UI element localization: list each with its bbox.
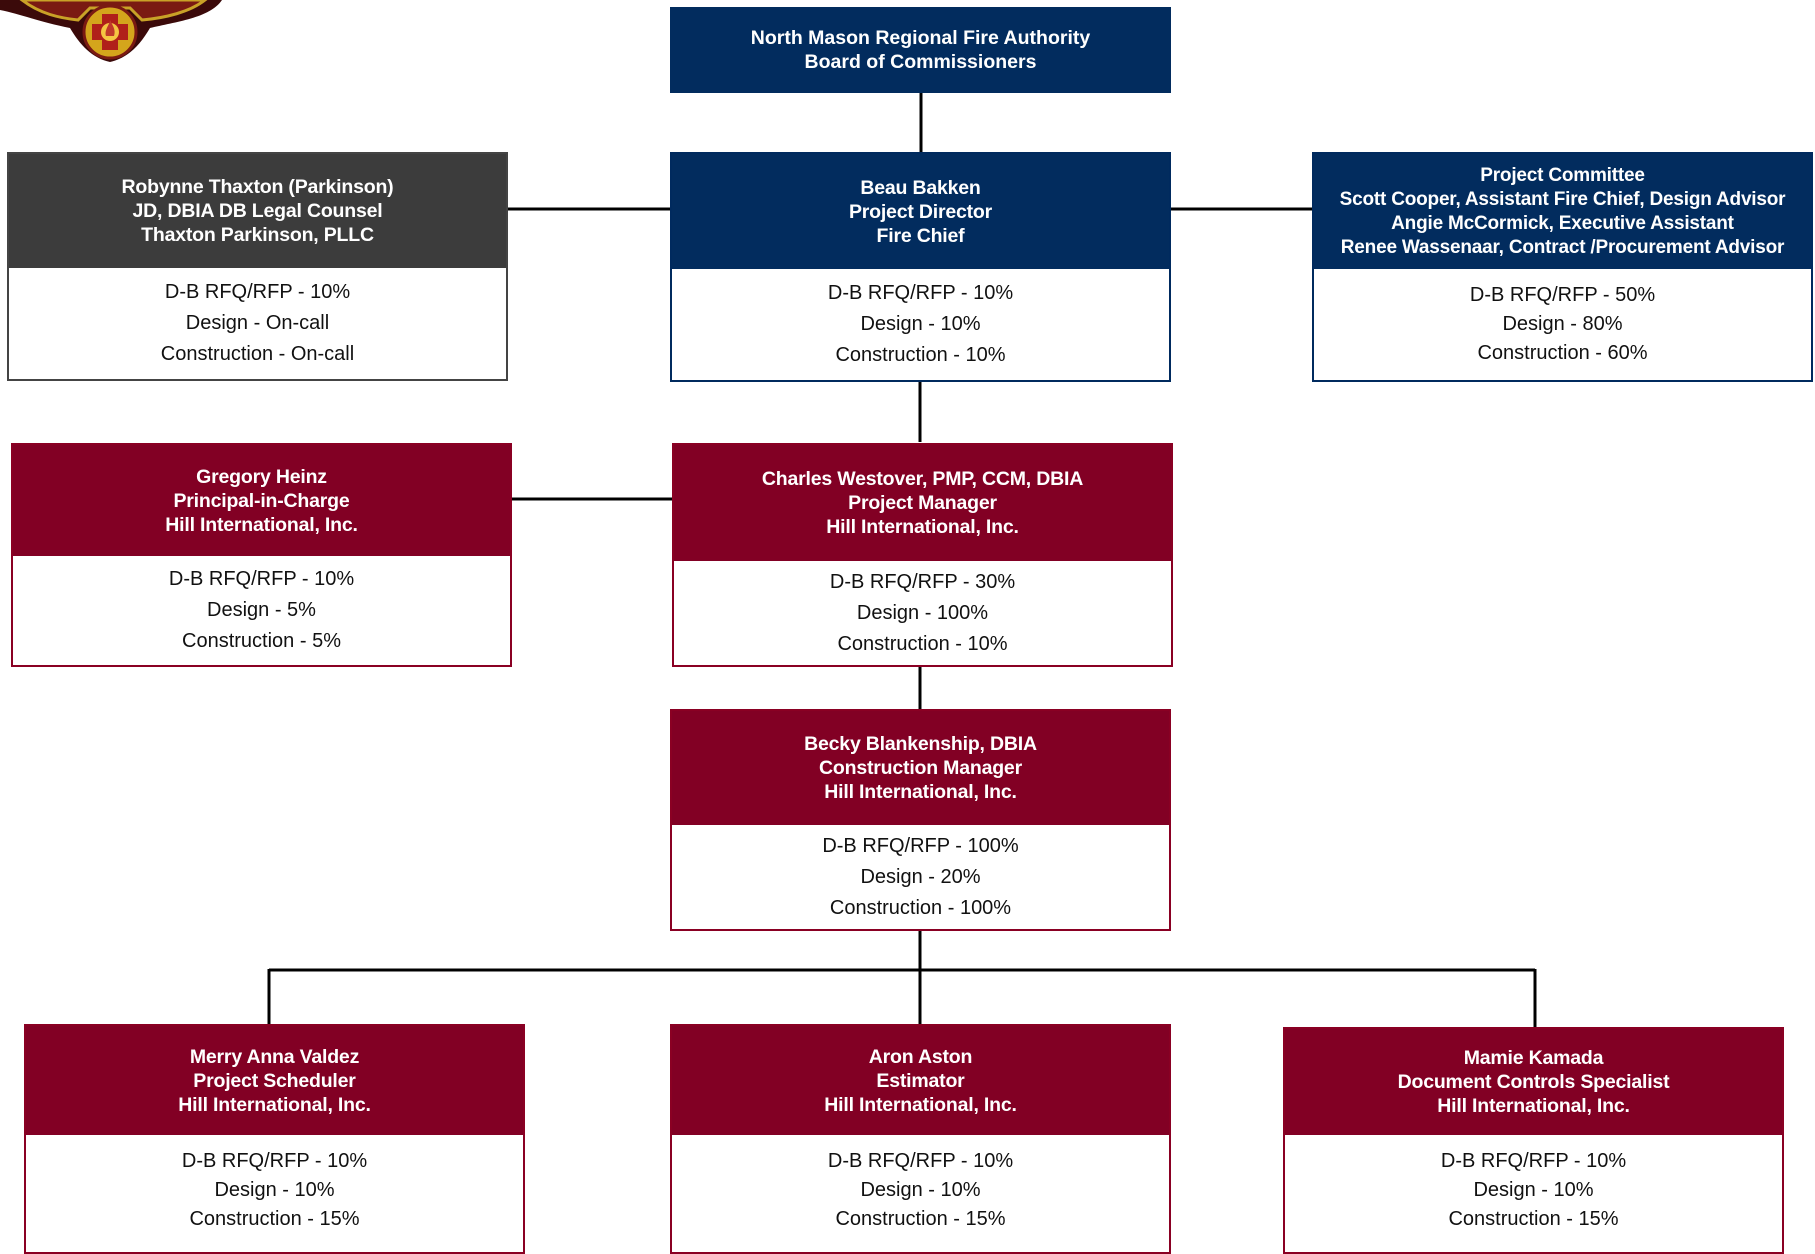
construction-manager-firm: Hill International, Inc. bbox=[824, 781, 1017, 803]
allocation-design: Design - 10% bbox=[860, 313, 981, 335]
allocation-construction: Construction - On-call bbox=[160, 343, 355, 365]
allocation-construction: Construction - 100% bbox=[829, 896, 1012, 919]
allocation-design: Design - 10% bbox=[860, 1179, 981, 1201]
fire-authority-logo bbox=[0, 0, 222, 62]
estimator-name: Aron Aston bbox=[868, 1045, 973, 1068]
legal-counsel-firm: Thaxton Parkinson, PLLC bbox=[141, 224, 374, 246]
allocation-design: Design - 10% bbox=[1473, 1179, 1594, 1201]
document-controls-role: Document Controls Specialist bbox=[1397, 1071, 1670, 1093]
document-controls-box: Mamie Kamada Document Controls Specialis… bbox=[1283, 1027, 1784, 1254]
allocation-design: Design - 100% bbox=[856, 601, 989, 624]
committee-member-mccormick: Angie McCormick, Executive Assistant bbox=[1391, 212, 1734, 234]
allocation-design: Design - 10% bbox=[214, 1179, 335, 1201]
estimator-role: Estimator bbox=[876, 1069, 965, 1092]
project-scheduler-name: Merry Anna Valdez bbox=[189, 1045, 360, 1068]
allocation-rfq: D-B RFQ/RFP - 10% bbox=[168, 568, 355, 590]
project-committee-title: Project Committee bbox=[1480, 164, 1645, 186]
estimator-header: Aron Aston Estimator Hill International,… bbox=[672, 1026, 1169, 1135]
allocation-rfq: D-B RFQ/RFP - 30% bbox=[829, 570, 1016, 593]
board-name: North Mason Regional Fire Authority bbox=[750, 27, 1091, 49]
document-controls-name: Mamie Kamada bbox=[1463, 1047, 1604, 1069]
allocation-design: Design - On-call bbox=[185, 312, 330, 334]
allocation-rfq: D-B RFQ/RFP - 10% bbox=[827, 1150, 1014, 1172]
principal-in-charge-header: Gregory Heinz Principal-in-Charge Hill I… bbox=[13, 445, 510, 556]
allocation-construction: Construction - 10% bbox=[837, 632, 1008, 655]
construction-manager-box: Becky Blankenship, DBIA Construction Man… bbox=[670, 709, 1171, 931]
document-controls-firm: Hill International, Inc. bbox=[1437, 1095, 1630, 1117]
legal-counsel-allocation: D-B RFQ/RFP - 10% Design - On-call Const… bbox=[9, 268, 506, 379]
allocation-design: Design - 20% bbox=[860, 865, 981, 888]
project-scheduler-box: Merry Anna Valdez Project Scheduler Hill… bbox=[24, 1024, 525, 1254]
project-director-role: Project Director bbox=[848, 200, 993, 223]
allocation-design: Design - 80% bbox=[1502, 313, 1623, 335]
board-of-commissioners-box: North Mason Regional Fire Authority Boar… bbox=[670, 7, 1171, 93]
project-manager-name: Charles Westover, PMP, CCM, DBIA bbox=[761, 468, 1084, 490]
project-committee-allocation: D-B RFQ/RFP - 50% Design - 80% Construct… bbox=[1314, 269, 1811, 380]
project-director-box: Beau Bakken Project Director Fire Chief … bbox=[670, 152, 1171, 382]
project-committee-header: Project Committee Scott Cooper, Assistan… bbox=[1314, 154, 1811, 269]
legal-counsel-header: Robynne Thaxton (Parkinson) JD, DBIA DB … bbox=[9, 154, 506, 268]
estimator-allocation: D-B RFQ/RFP - 10% Design - 10% Construct… bbox=[672, 1135, 1169, 1252]
allocation-rfq: D-B RFQ/RFP - 10% bbox=[164, 281, 351, 303]
principal-role: Principal-in-Charge bbox=[173, 489, 350, 512]
allocation-rfq: D-B RFQ/RFP - 10% bbox=[1440, 1150, 1627, 1172]
project-committee-box: Project Committee Scott Cooper, Assistan… bbox=[1312, 152, 1813, 382]
project-scheduler-firm: Hill International, Inc. bbox=[178, 1093, 371, 1116]
allocation-rfq: D-B RFQ/RFP - 50% bbox=[1469, 284, 1656, 306]
principal-in-charge-box: Gregory Heinz Principal-in-Charge Hill I… bbox=[11, 443, 512, 667]
construction-manager-name: Becky Blankenship, DBIA bbox=[804, 733, 1037, 755]
board-subtitle: Board of Commissioners bbox=[804, 51, 1037, 73]
allocation-rfq: D-B RFQ/RFP - 100% bbox=[822, 834, 1019, 857]
construction-manager-role: Construction Manager bbox=[819, 757, 1022, 779]
document-controls-header: Mamie Kamada Document Controls Specialis… bbox=[1285, 1029, 1782, 1135]
allocation-construction: Construction - 60% bbox=[1477, 342, 1648, 364]
project-manager-allocation: D-B RFQ/RFP - 30% Design - 100% Construc… bbox=[674, 561, 1171, 665]
project-scheduler-allocation: D-B RFQ/RFP - 10% Design - 10% Construct… bbox=[26, 1135, 523, 1252]
project-manager-firm: Hill International, Inc. bbox=[826, 516, 1019, 538]
allocation-construction: Construction - 5% bbox=[182, 630, 341, 652]
allocation-construction: Construction - 15% bbox=[189, 1208, 360, 1230]
estimator-box: Aron Aston Estimator Hill International,… bbox=[670, 1024, 1171, 1254]
allocation-design: Design - 5% bbox=[207, 599, 316, 621]
estimator-firm: Hill International, Inc. bbox=[824, 1093, 1017, 1116]
principal-name: Gregory Heinz bbox=[196, 465, 327, 488]
principal-allocation: D-B RFQ/RFP - 10% Design - 5% Constructi… bbox=[13, 556, 510, 665]
legal-counsel-box: Robynne Thaxton (Parkinson) JD, DBIA DB … bbox=[7, 152, 508, 381]
committee-member-cooper: Scott Cooper, Assistant Fire Chief, Desi… bbox=[1339, 188, 1786, 210]
principal-firm: Hill International, Inc. bbox=[165, 513, 358, 536]
legal-counsel-role: JD, DBIA DB Legal Counsel bbox=[132, 200, 383, 222]
project-manager-header: Charles Westover, PMP, CCM, DBIA Project… bbox=[674, 445, 1171, 561]
project-director-allocation: D-B RFQ/RFP - 10% Design - 10% Construct… bbox=[672, 269, 1169, 380]
legal-counsel-name: Robynne Thaxton (Parkinson) bbox=[121, 176, 394, 198]
committee-member-wassenaar: Renee Wassenaar, Contract /Procurement A… bbox=[1340, 236, 1785, 258]
allocation-construction: Construction - 15% bbox=[835, 1208, 1006, 1230]
project-director-header: Beau Bakken Project Director Fire Chief bbox=[672, 154, 1169, 269]
project-manager-role: Project Manager bbox=[848, 492, 997, 514]
document-controls-allocation: D-B RFQ/RFP - 10% Design - 10% Construct… bbox=[1285, 1135, 1782, 1252]
allocation-rfq: D-B RFQ/RFP - 10% bbox=[181, 1150, 368, 1172]
project-scheduler-header: Merry Anna Valdez Project Scheduler Hill… bbox=[26, 1026, 523, 1135]
allocation-construction: Construction - 10% bbox=[835, 344, 1006, 366]
project-director-name: Beau Bakken bbox=[860, 176, 981, 199]
project-scheduler-role: Project Scheduler bbox=[193, 1069, 356, 1092]
construction-manager-header: Becky Blankenship, DBIA Construction Man… bbox=[672, 711, 1169, 825]
construction-manager-allocation: D-B RFQ/RFP - 100% Design - 20% Construc… bbox=[672, 825, 1169, 929]
project-director-title: Fire Chief bbox=[876, 224, 965, 247]
allocation-construction: Construction - 15% bbox=[1448, 1208, 1619, 1230]
allocation-rfq: D-B RFQ/RFP - 10% bbox=[827, 282, 1014, 304]
project-manager-box: Charles Westover, PMP, CCM, DBIA Project… bbox=[672, 443, 1173, 667]
